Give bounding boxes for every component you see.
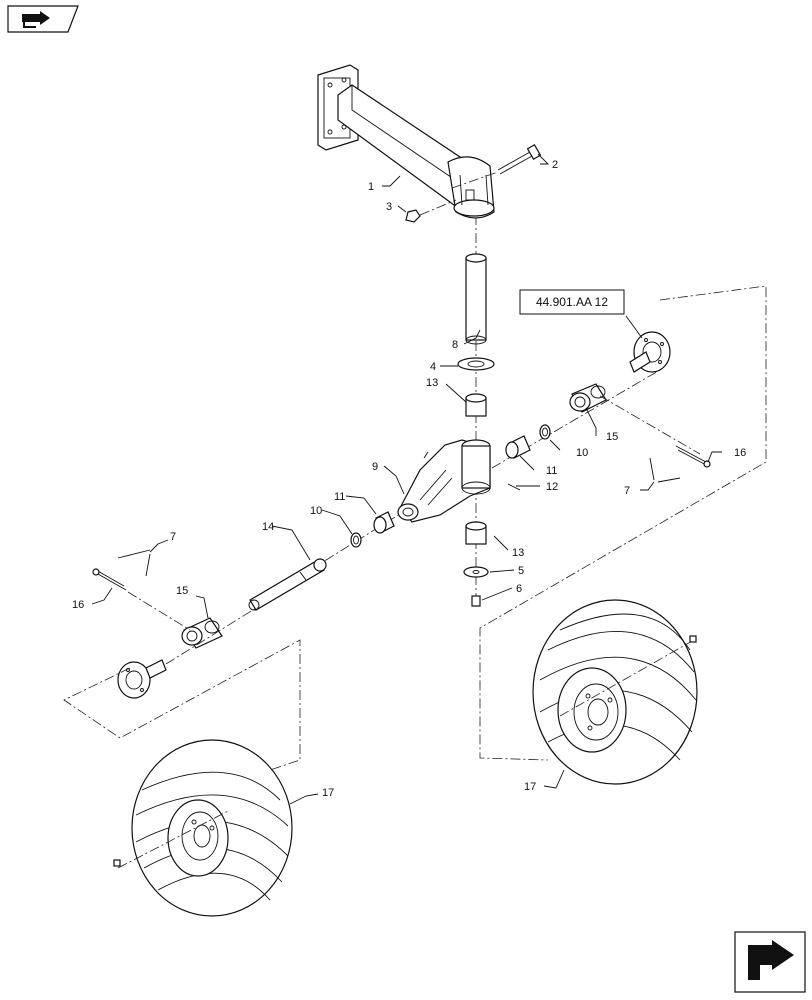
callout-7-right: 7 [624, 485, 630, 497]
bushing-13-top [465, 393, 487, 417]
snap-ring-10-right [539, 424, 551, 440]
callout-6: 6 [516, 583, 522, 595]
pin-8 [465, 253, 487, 345]
wheel-hub-upper [629, 331, 671, 373]
arm-tube-part [317, 64, 495, 219]
callout-17-right: 17 [524, 781, 536, 793]
spindle-housing-9 [397, 439, 491, 523]
nut-3 [405, 199, 457, 223]
bearing-housing-15-right [569, 383, 607, 413]
bushing-11-right [505, 435, 531, 459]
callout-14: 14 [262, 521, 274, 533]
pin-16-left [92, 568, 127, 591]
snap-ring-10-left [350, 532, 362, 548]
callout-2: 2 [552, 159, 558, 171]
clip-7-right [649, 457, 681, 483]
wheel-17-right [532, 599, 698, 785]
wheel-17-left [113, 739, 293, 917]
callout-labels: 1 2 3 8 4 13 15 10 11 12 9 16 7 11 10 14… [72, 159, 746, 799]
callout-10-left: 10 [310, 505, 322, 517]
bearing-housing-15-left [181, 617, 223, 649]
bolt-2 [451, 143, 542, 189]
callout-9: 9 [372, 461, 378, 473]
grease-fitting-12 [507, 483, 521, 491]
axle-14 [248, 558, 327, 611]
callout-11-right: 11 [546, 465, 557, 477]
callout-11-left: 11 [334, 491, 345, 503]
callout-3: 3 [386, 201, 392, 213]
clip-7-left [117, 549, 151, 577]
next-page-arrow-icon[interactable] [734, 931, 806, 993]
bolt-6 [471, 595, 481, 607]
callout-16-left: 16 [72, 599, 84, 611]
callout-8: 8 [452, 339, 458, 351]
callout-7-left: 7 [170, 531, 176, 543]
callout-1: 1 [368, 181, 374, 193]
callout-5: 5 [518, 565, 524, 577]
bushing-13-bottom [465, 521, 487, 545]
wheel-hub-lower [117, 659, 167, 699]
bushing-11-left [373, 511, 395, 534]
washer-5 [463, 566, 489, 578]
callout-17-left: 17 [322, 787, 334, 799]
callout-15-left: 15 [176, 585, 188, 597]
leader-lines [91, 153, 722, 805]
pin-16-right [675, 445, 711, 468]
callout-13-top: 13 [426, 377, 438, 389]
callout-13-bottom: 13 [512, 547, 524, 559]
back-arrow-icon[interactable] [7, 5, 79, 33]
callout-15-right: 15 [606, 431, 618, 443]
callout-4: 4 [430, 361, 436, 373]
reference-box-label: 44.901.AA 12 [536, 295, 608, 309]
callout-16-right: 16 [734, 447, 746, 459]
reference-box[interactable]: 44.901.AA 12 [519, 289, 625, 315]
washer-4 [457, 357, 495, 371]
callout-12: 12 [546, 481, 558, 493]
callout-10-right: 10 [576, 447, 588, 459]
